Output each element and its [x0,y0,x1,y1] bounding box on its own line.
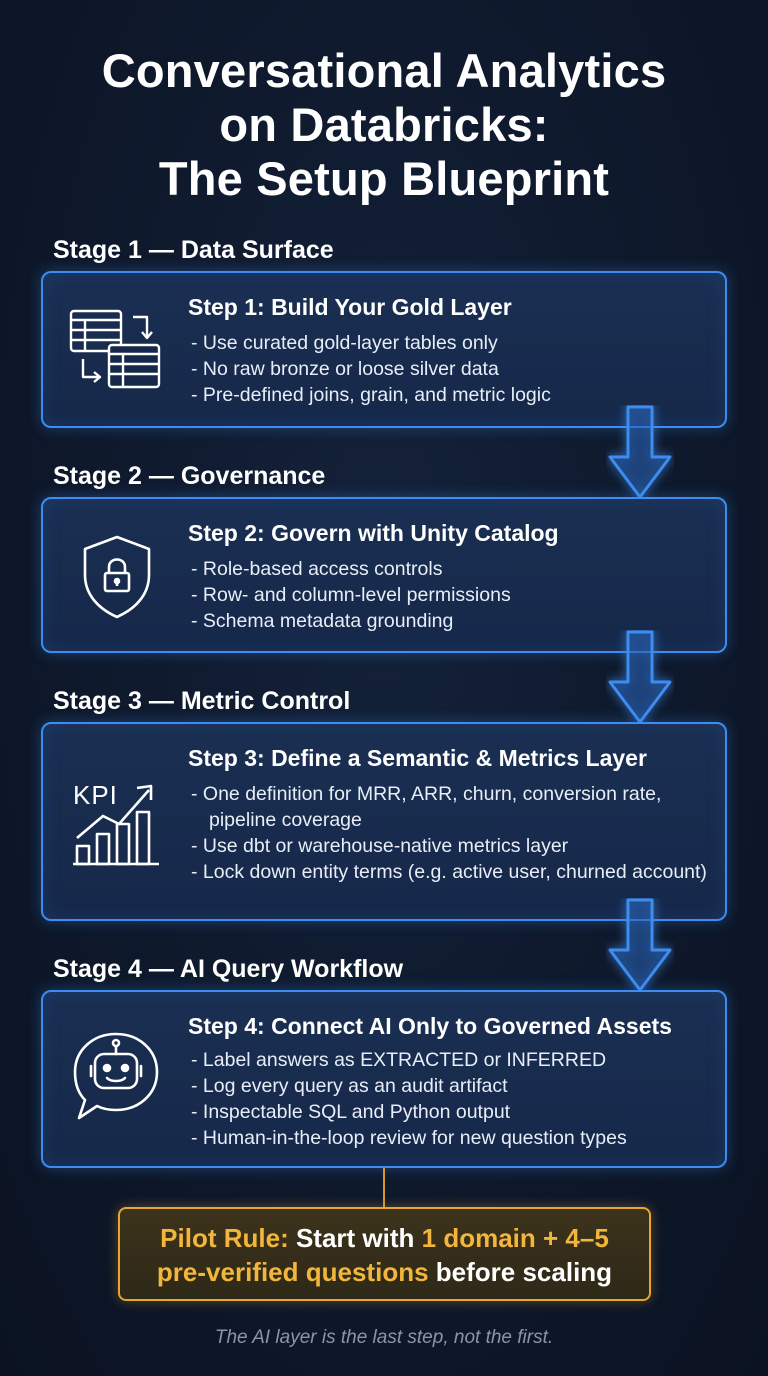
step-4-title: Step 4: Connect AI Only to Governed Asse… [188,1013,672,1039]
list-item: Use curated gold-layer tables only [191,330,551,356]
title-line-1: Conversational Analytics [101,44,667,97]
stage-2-heading: Stage 2 — Governance [53,462,326,490]
stage-4-card: Step 4: Connect AI Only to Governed Asse… [41,990,727,1168]
stage-4-heading: Stage 4 — AI Query Workflow [53,955,404,983]
pilot-connector-line [383,1168,385,1208]
shield-lock-icon [83,535,151,619]
page-title: Conversational Analytics on Databricks: … [0,44,768,206]
robot-chat-icon [73,1032,159,1120]
step-1-title: Step 1: Build Your Gold Layer [188,294,512,320]
list-item: Use dbt or warehouse-native metrics laye… [191,833,721,859]
stage-1-heading: Stage 1 — Data Surface [53,236,334,264]
list-item: Label answers as EXTRACTED or INFERRED [191,1047,627,1073]
step-2-bullets: Role-based access controls Row- and colu… [191,556,511,634]
list-item: Row- and column-level permissions [191,582,511,608]
footer-note: The AI layer is the last step, not the f… [214,1327,554,1348]
arrow-down-icon [608,405,672,499]
step-2-title: Step 2: Govern with Unity Catalog [188,520,559,546]
pilot-highlight-1: 1 domain + 4–5 [421,1223,609,1253]
list-item: Log every query as an audit artifact [191,1073,627,1099]
pilot-label: Pilot Rule: [160,1223,289,1253]
arrow-down-icon [608,630,672,724]
list-item: Schema metadata grounding [191,608,511,634]
pilot-highlight-2: pre-verified questions [156,1257,429,1287]
kpi-chart-icon [73,784,159,866]
stage-1-card: Step 1: Build Your Gold Layer Use curate… [41,271,727,428]
stage-3-heading: Stage 3 — Metric Control [53,687,351,715]
list-item: Role-based access controls [191,556,511,582]
list-item: No raw bronze or loose silver data [191,356,551,382]
step-4-bullets: Label answers as EXTRACTED or INFERRED L… [191,1047,627,1151]
title-line-2: on Databricks: [219,98,549,151]
kpi-label: KPI [73,780,118,810]
pilot-rule-box: Pilot Rule: Start with 1 domain + 4–5 pr… [118,1207,651,1301]
step-3-bullets: One definition for MRR, ARR, churn, conv… [191,781,721,885]
step-3-title: Step 3: Define a Semantic & Metrics Laye… [188,745,647,771]
title-line-3: The Setup Blueprint [158,152,610,205]
pilot-text-2: before scaling [435,1257,613,1287]
stage-2-card: Step 2: Govern with Unity Catalog Role-b… [41,497,727,653]
list-item: Inspectable SQL and Python output [191,1099,627,1125]
pilot-text-1: Start with [295,1223,415,1253]
arrow-down-icon [608,898,672,992]
list-item: Pre-defined joins, grain, and metric log… [191,382,551,408]
stage-3-card: KPI Step 3: Define a Semantic & Metrics … [41,722,727,921]
data-tables-icon [69,309,161,389]
list-item: One definition for MRR, ARR, churn, conv… [191,781,721,833]
step-1-bullets: Use curated gold-layer tables only No ra… [191,330,551,408]
list-item: Human-in-the-loop review for new questio… [191,1125,627,1151]
list-item: Lock down entity terms (e.g. active user… [191,859,721,885]
